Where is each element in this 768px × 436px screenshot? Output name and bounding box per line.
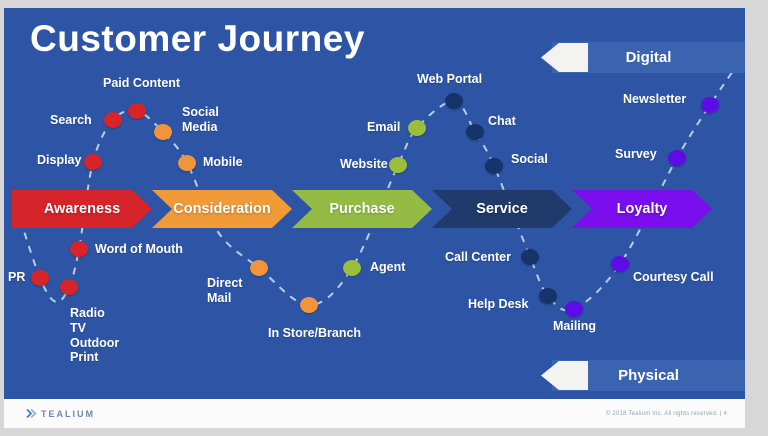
touchpoint-dot-email xyxy=(408,120,426,136)
physical-band-label: Physical xyxy=(618,367,679,384)
journey-wave-svg xyxy=(12,67,736,312)
tealium-logo-icon xyxy=(26,408,37,419)
touchpoint-label-help-desk: Help Desk xyxy=(468,297,529,311)
touchpoint-dot-mailing xyxy=(565,301,583,317)
touchpoint-label-pr: PR xyxy=(8,270,26,284)
touchpoint-label-social-media: Social Media xyxy=(182,105,219,134)
touchpoint-dot-social xyxy=(485,158,503,174)
touchpoint-dot-courtesy-call xyxy=(611,256,629,272)
touchpoint-dot-newsletter xyxy=(701,97,719,113)
stage-label-purchase: Purchase xyxy=(329,201,395,217)
touchpoint-label-traditional: Radio TV Outdoor Print xyxy=(70,306,120,365)
tealium-logo-text: TEALIUM xyxy=(41,408,95,419)
stage-arrow-service xyxy=(432,190,572,228)
stage-arrow-purchase xyxy=(292,190,432,228)
touchpoint-dot-in-store xyxy=(300,297,318,313)
slide: Customer Journey Awareness Consideration… xyxy=(4,8,745,428)
touchpoint-label-newsletter: Newsletter xyxy=(623,92,687,106)
stage-label-service: Service xyxy=(476,201,528,217)
touchpoint-label-courtesy-call: Courtesy Call xyxy=(633,270,714,284)
page-title: Customer Journey xyxy=(30,18,365,59)
touchpoint-label-display: Display xyxy=(37,153,82,167)
journey-wave-path xyxy=(15,67,736,312)
touchpoint-label-web-portal: Web Portal xyxy=(417,72,483,86)
stage-arrow-loyalty xyxy=(572,190,712,228)
touchpoint-dot-survey xyxy=(668,150,686,166)
stage-arrow-consideration xyxy=(152,190,292,228)
touchpoint-dot-agent xyxy=(343,260,361,276)
touchpoint-dot-website xyxy=(389,157,407,173)
touchpoint-label-word-of-mouth: Word of Mouth xyxy=(95,242,183,256)
touchpoint-label-direct-mail: Direct Mail xyxy=(207,276,243,305)
digital-band-label: Digital xyxy=(625,49,672,66)
touchpoint-dot-pr xyxy=(31,270,49,286)
stage-label-awareness: Awareness xyxy=(43,201,121,217)
touchpoint-dot-mobile xyxy=(178,155,196,171)
touchpoint-dot-chat xyxy=(466,124,484,140)
touchpoint-label-in-store: In Store/Branch xyxy=(268,326,362,340)
touchpoint-label-email: Email xyxy=(367,120,401,134)
touchpoint-dot-web-portal xyxy=(445,93,463,109)
tealium-logo: TEALIUM xyxy=(26,408,95,419)
touchpoint-label-chat: Chat xyxy=(488,114,516,128)
touchpoint-label-mobile: Mobile xyxy=(203,155,243,169)
touchpoint-label-survey: Survey xyxy=(615,147,657,161)
touchpoint-label-search: Search xyxy=(50,113,92,127)
stage-label-consideration: Consideration xyxy=(173,201,271,217)
touchpoint-dot-display xyxy=(84,154,102,170)
stage-arrow-awareness xyxy=(12,190,152,228)
touchpoint-label-social: Social xyxy=(511,152,548,166)
touchpoint-dot-direct-mail xyxy=(250,260,268,276)
touchpoint-label-paid-content: Paid Content xyxy=(103,76,181,90)
touchpoint-dot-word-of-mouth xyxy=(70,241,88,257)
copyright-text: © 2018 Tealium Inc. All rights reserved.… xyxy=(605,410,727,417)
touchpoint-dot-traditional xyxy=(60,279,78,295)
touchpoint-dot-call-center xyxy=(521,249,539,265)
touchpoint-label-call-center: Call Center xyxy=(445,250,511,264)
touchpoint-dot-search xyxy=(104,112,122,128)
touchpoint-label-agent: Agent xyxy=(370,260,406,274)
touchpoint-dot-paid-content xyxy=(128,103,146,119)
touchpoint-label-website: Website xyxy=(340,157,388,171)
stage-label-loyalty: Loyalty xyxy=(616,201,668,217)
touchpoint-label-mailing: Mailing xyxy=(553,319,597,333)
slide-footer: TEALIUM © 2018 Tealium Inc. All rights r… xyxy=(4,399,745,428)
touchpoint-dot-social-media xyxy=(154,124,172,140)
touchpoint-dot-help-desk xyxy=(539,288,557,304)
